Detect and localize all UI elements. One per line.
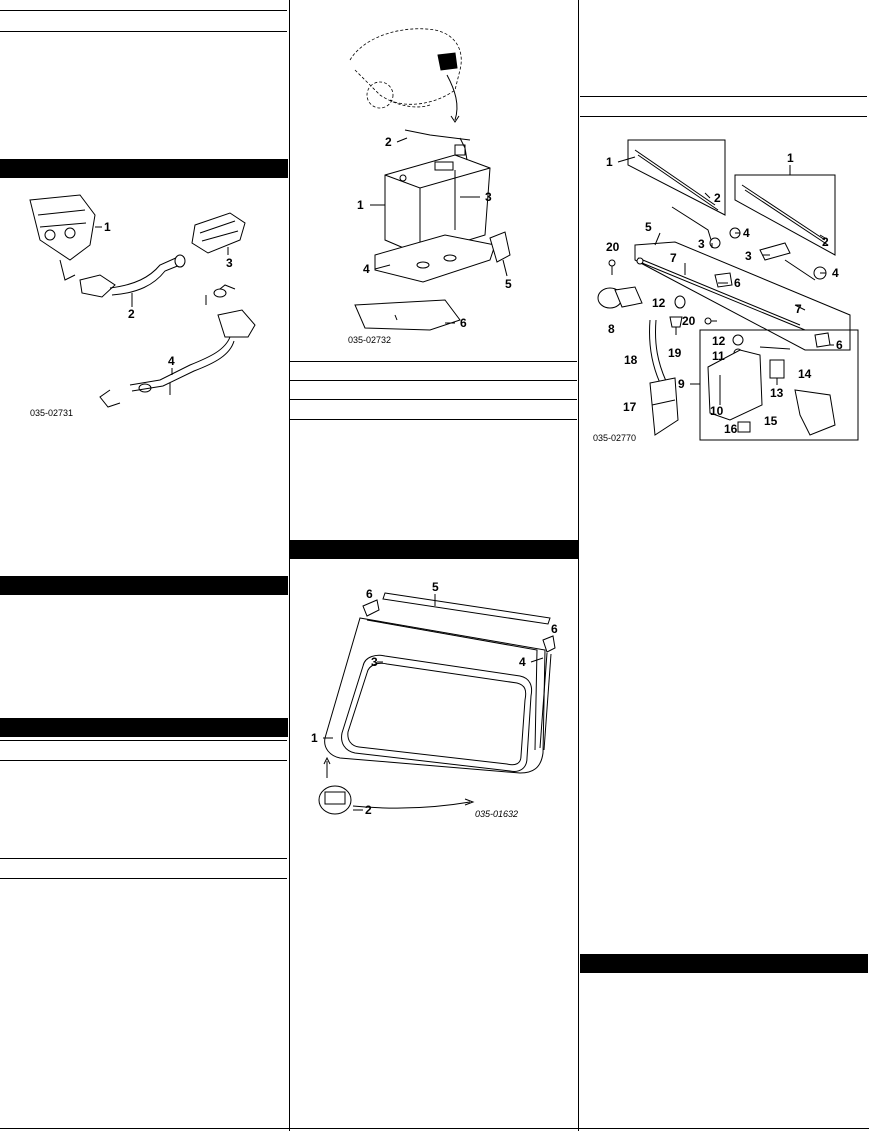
- col3-section-bar-1: [580, 954, 868, 973]
- battery-callout-3: 3: [485, 190, 492, 204]
- wiper-figure-code: 035-02770: [593, 433, 636, 443]
- wiper-callout-12b: 12: [712, 334, 726, 348]
- battery-callout-5: 5: [505, 277, 512, 291]
- wiper-callout-6a: 6: [734, 276, 741, 290]
- wiper-figure: 1 1 2 2 3 3 4 4 5 6 6 7 7 8 9 10 11 12 1…: [590, 135, 860, 455]
- col1-rule-2: [0, 31, 287, 32]
- col1-rule-3: [0, 740, 287, 741]
- wiper-callout-20a: 20: [606, 240, 620, 254]
- battery-callout-4: 4: [363, 262, 370, 276]
- battery-figure: 1 2 3 4 5 6 035-02732: [335, 20, 535, 350]
- col1-rule-6: [0, 878, 287, 879]
- exhaust-callout-2: 2: [128, 307, 135, 321]
- wiper-callout-1a: 1: [606, 155, 613, 169]
- wiper-callout-11: 11: [712, 349, 725, 363]
- windshield-callout-4: 4: [519, 655, 526, 669]
- column-divider-right: [578, 0, 579, 1131]
- windshield-callout-6a: 6: [366, 587, 373, 601]
- wiper-callout-8: 8: [608, 322, 615, 336]
- wiper-callout-2b: 2: [822, 235, 829, 249]
- exhaust-callout-4: 4: [168, 354, 175, 368]
- wiper-callout-9: 9: [678, 377, 685, 391]
- wiper-callout-19: 19: [668, 346, 682, 360]
- wiper-callout-4b: 4: [832, 266, 839, 280]
- wiper-callout-3b: 3: [745, 249, 752, 263]
- col1-rule-1: [0, 10, 287, 11]
- wiper-callout-13: 13: [770, 386, 784, 400]
- wiper-callout-18: 18: [624, 353, 638, 367]
- col2-rule-1: [290, 361, 577, 362]
- windshield-figure-code: 035-01632: [475, 809, 518, 819]
- battery-callout-6: 6: [460, 316, 467, 330]
- wiper-callout-17: 17: [623, 400, 637, 414]
- col3-rule-2: [580, 116, 867, 117]
- col2-rule-2: [290, 380, 577, 381]
- wiper-callout-3a: 3: [698, 237, 705, 251]
- wiper-callout-12a: 12: [652, 296, 666, 310]
- exhaust-figure-code: 035-02731: [30, 408, 73, 418]
- col1-section-bar-1: [0, 159, 288, 178]
- windshield-callout-1: 1: [311, 731, 318, 745]
- wiper-callout-14: 14: [798, 367, 812, 381]
- wiper-callout-5: 5: [645, 220, 652, 234]
- wiper-callout-15: 15: [764, 414, 778, 428]
- col2-section-bar-1: [290, 540, 578, 559]
- col3-rule-1: [580, 96, 867, 97]
- exhaust-figure: 1 2 3 4 035-02731: [20, 185, 280, 425]
- col1-section-bar-3: [0, 718, 288, 737]
- battery-figure-code: 035-02732: [348, 335, 391, 345]
- wiper-callout-6b: 6: [836, 338, 843, 352]
- windshield-callout-2: 2: [365, 803, 372, 817]
- page-bottom-rule: [0, 1128, 869, 1129]
- battery-callout-1: 1: [357, 198, 364, 212]
- col1-rule-4: [0, 760, 287, 761]
- exhaust-callout-1: 1: [104, 220, 111, 234]
- wiper-callout-7a: 7: [670, 251, 677, 265]
- battery-callout-2: 2: [385, 135, 392, 149]
- wiper-callout-10: 10: [710, 404, 724, 418]
- wiper-callout-2a: 2: [714, 191, 721, 205]
- exhaust-callout-3: 3: [226, 256, 233, 270]
- wiper-callout-20b: 20: [682, 314, 696, 328]
- col2-rule-4: [290, 419, 577, 420]
- windshield-callout-5: 5: [432, 580, 439, 594]
- col1-rule-5: [0, 858, 287, 859]
- wiper-callout-4a: 4: [743, 226, 750, 240]
- wiper-callout-16: 16: [724, 422, 738, 436]
- wiper-callout-7b: 7: [795, 302, 802, 316]
- windshield-callout-6b: 6: [551, 622, 558, 636]
- col2-rule-3: [290, 399, 577, 400]
- windshield-figure: 1 2 3 4 5 6 6 035-01632: [305, 578, 570, 823]
- windshield-callout-3: 3: [371, 655, 378, 669]
- wiper-callout-1b: 1: [787, 151, 794, 165]
- column-divider-left: [289, 0, 290, 1131]
- col1-section-bar-2: [0, 576, 288, 595]
